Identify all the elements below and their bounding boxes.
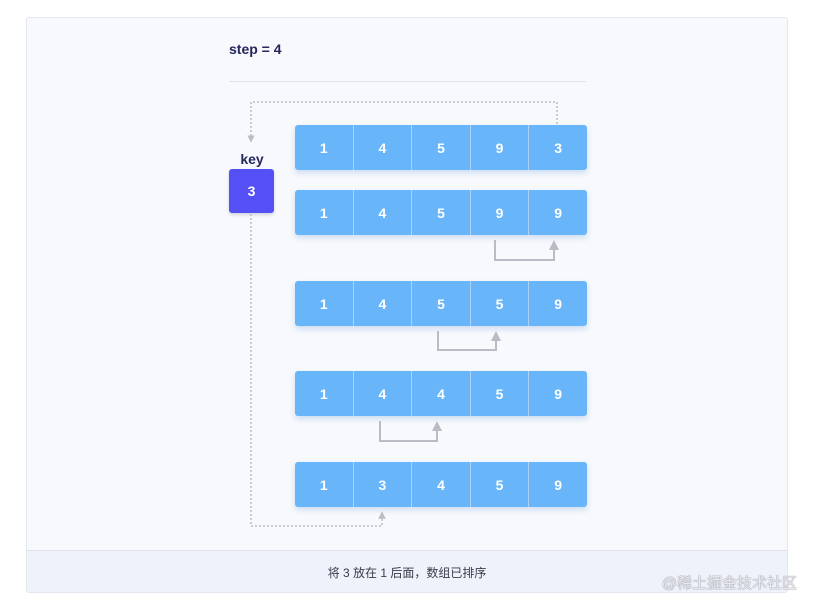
arrows-overlay: [247, 101, 559, 527]
array-cell: 9: [470, 190, 530, 235]
dotted-arrow-to-key: [247, 101, 558, 143]
array-cell: 5: [412, 190, 471, 235]
array-row-1: 1 4 5 9 9: [295, 190, 587, 235]
caption-bar: 将 3 放在 1 后面，数组已排序: [27, 550, 787, 592]
array-cell: 5: [412, 281, 471, 326]
step-title: step = 4: [229, 41, 282, 57]
array-cell: 1: [295, 281, 354, 326]
caption-text: 将 3 放在 1 后面，数组已排序: [327, 566, 487, 580]
dotted-arrow-from-key: [250, 214, 386, 527]
array-cell: 5: [470, 371, 530, 416]
array-cell: 3: [529, 125, 587, 170]
array-row-0: 1 4 5 9 3: [295, 125, 587, 170]
shift-arrow: [494, 240, 559, 261]
array-cell: 4: [353, 190, 413, 235]
title-divider: [229, 81, 586, 82]
array-cell: 1: [295, 190, 354, 235]
key-box: 3: [229, 169, 274, 213]
array-cell: 9: [470, 125, 530, 170]
array-cell: 1: [295, 371, 354, 416]
array-row-2: 1 4 5 5 9: [295, 281, 587, 326]
array-cell: 1: [295, 462, 354, 507]
array-cell: 3: [353, 462, 413, 507]
array-cell: 5: [470, 462, 530, 507]
shift-arrow: [437, 331, 501, 351]
array-cell: 4: [353, 125, 413, 170]
array-cell: 4: [353, 371, 413, 416]
key-label: key: [240, 151, 264, 167]
array-cell: 9: [529, 190, 587, 235]
watermark: @稀土掘金技术社区: [661, 575, 797, 592]
array-cell: 4: [353, 281, 413, 326]
array-cell: 4: [412, 371, 471, 416]
array-cell: 1: [295, 125, 354, 170]
array-cell: 5: [412, 125, 471, 170]
array-cell: 4: [412, 462, 471, 507]
diagram-card: step = 4 key 3 1 4 5 9 3 1 4 5 9 9 1 4 5…: [26, 17, 788, 593]
shift-arrow: [379, 421, 442, 442]
array-cell: 9: [529, 281, 587, 326]
array-cell: 9: [529, 371, 587, 416]
array-row-4: 1 3 4 5 9: [295, 462, 587, 507]
array-cell: 5: [470, 281, 530, 326]
array-row-3: 1 4 4 5 9: [295, 371, 587, 416]
array-cell: 9: [529, 462, 587, 507]
